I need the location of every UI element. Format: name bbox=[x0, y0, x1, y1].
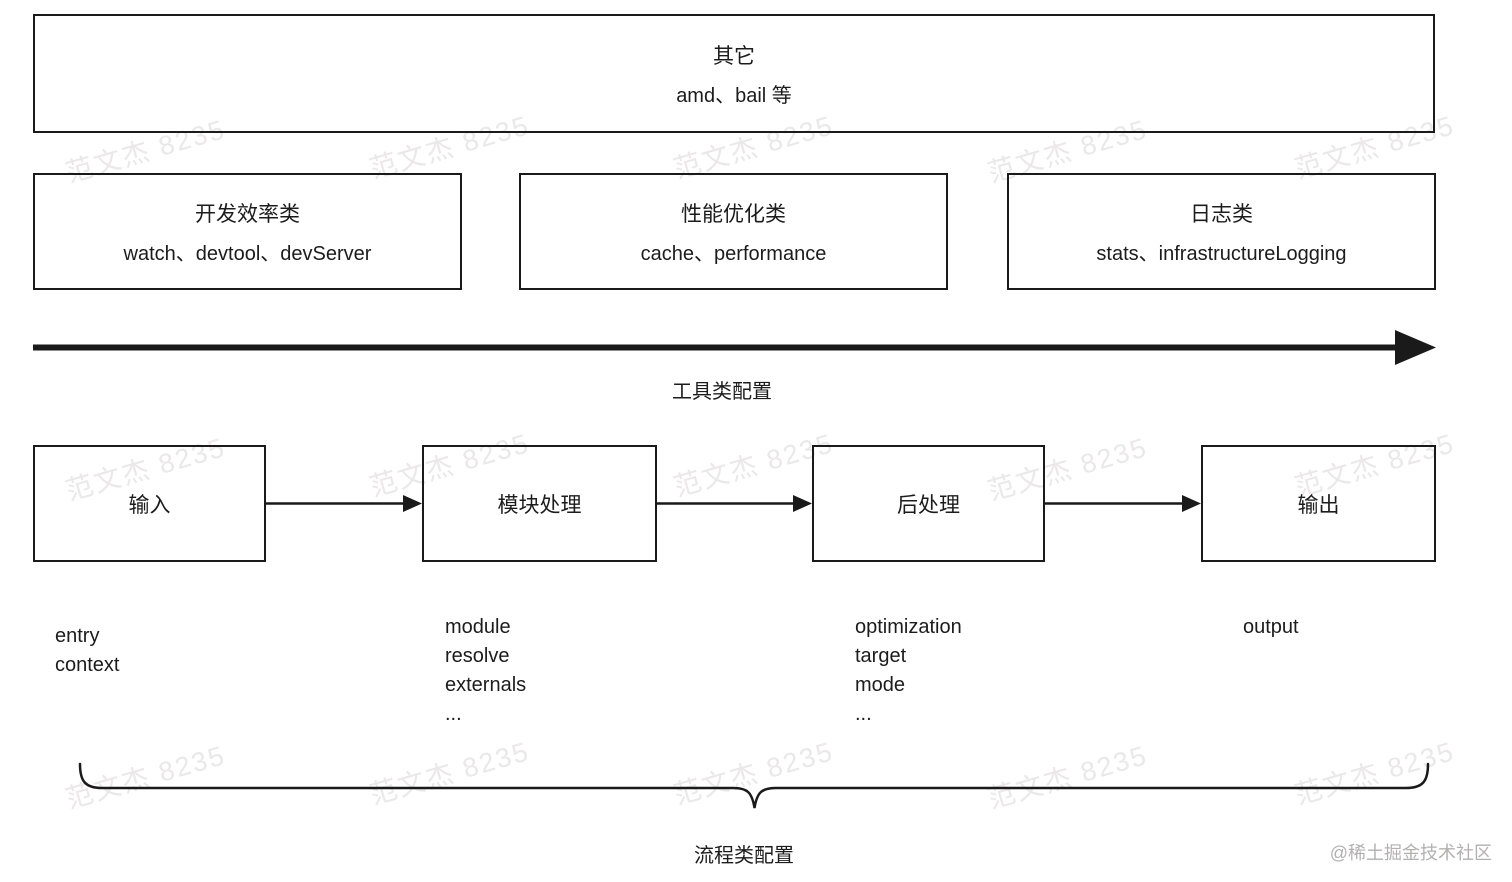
flow-box-label: 后处理 bbox=[897, 493, 960, 517]
other-config-subtitle: amd、bail 等 bbox=[676, 84, 792, 107]
tool-axis-arrow bbox=[33, 330, 1436, 365]
category-box-dev-efficiency: 开发效率类 watch、devtool、devServer bbox=[33, 173, 462, 290]
prop-item: mode bbox=[855, 674, 906, 696]
flow-box-label: 模块处理 bbox=[497, 493, 582, 517]
flow-box-output: 输出 bbox=[1201, 445, 1436, 562]
category-title: 日志类 bbox=[1190, 202, 1253, 226]
category-box-performance: 性能优化类 cache、performance bbox=[519, 173, 948, 290]
tool-axis-label: 工具类配置 bbox=[672, 381, 772, 403]
other-config-box: 其它 amd、bail 等 bbox=[33, 14, 1435, 133]
category-subtitle: cache、performance bbox=[640, 242, 827, 265]
prop-item: target bbox=[855, 645, 907, 667]
flow-box-module-processing: 模块处理 bbox=[422, 445, 657, 562]
prop-item: externals bbox=[445, 674, 527, 696]
flow-connector-arrow-2 bbox=[657, 495, 812, 512]
prop-list-output: output bbox=[1243, 613, 1299, 642]
process-brace-label: 流程类配置 bbox=[694, 845, 794, 867]
prop-list-module: module resolve externals ... bbox=[445, 613, 526, 729]
category-subtitle: stats、infrastructureLogging bbox=[1096, 242, 1347, 265]
prop-item: module bbox=[445, 616, 511, 638]
flow-box-label: 输入 bbox=[128, 493, 171, 517]
category-subtitle: watch、devtool、devServer bbox=[123, 242, 372, 265]
prop-list-input: entry context bbox=[55, 622, 119, 680]
prop-list-post: optimization target mode ... bbox=[855, 613, 962, 729]
credit-text: @稀土掘金技术社区 bbox=[1329, 843, 1492, 863]
flow-box-post-processing: 后处理 bbox=[812, 445, 1045, 562]
category-box-logging: 日志类 stats、infrastructureLogging bbox=[1007, 173, 1436, 290]
flow-connector-arrow-1 bbox=[266, 495, 422, 512]
prop-item: output bbox=[1243, 616, 1299, 638]
process-brace bbox=[78, 762, 1430, 809]
prop-item: ... bbox=[855, 703, 872, 725]
prop-item: resolve bbox=[445, 645, 510, 667]
category-title: 开发效率类 bbox=[195, 202, 300, 226]
prop-item: optimization bbox=[855, 616, 962, 638]
category-title: 性能优化类 bbox=[681, 202, 786, 226]
flow-box-input: 输入 bbox=[33, 445, 266, 562]
flow-connector-arrow-3 bbox=[1045, 495, 1201, 512]
prop-item: ... bbox=[445, 703, 462, 725]
other-config-title: 其它 bbox=[713, 44, 755, 68]
flow-box-label: 输出 bbox=[1297, 493, 1340, 517]
prop-item: entry bbox=[55, 625, 100, 647]
prop-item: context bbox=[55, 654, 120, 676]
